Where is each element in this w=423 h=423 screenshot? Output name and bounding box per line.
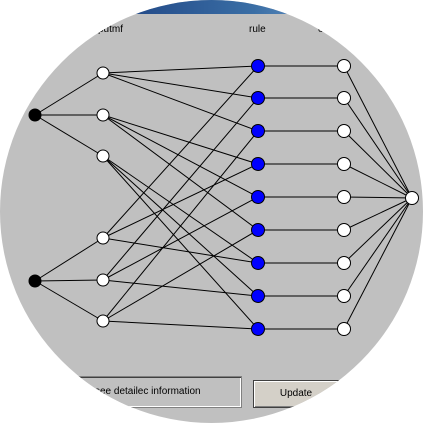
edge-inputmf-to-rule bbox=[102, 320, 259, 330]
outputmf-node bbox=[337, 322, 351, 336]
outputmf-node bbox=[337, 190, 351, 204]
rule-node bbox=[251, 91, 265, 105]
edge-outputmf-to-output bbox=[343, 97, 413, 199]
edge-outputmf-to-output bbox=[343, 163, 413, 199]
input-node bbox=[28, 274, 42, 288]
edge-inputmf-to-rule bbox=[102, 155, 259, 297]
rule-node bbox=[251, 190, 265, 204]
edge-inputmf-to-rule bbox=[102, 65, 259, 239]
edge-outputmf-to-output bbox=[343, 130, 413, 199]
edge-inputmf-to-rule bbox=[102, 237, 259, 264]
input-node bbox=[28, 108, 42, 122]
edge-outputmf-to-output bbox=[343, 197, 413, 264]
outputmf-node bbox=[337, 91, 351, 105]
rule-node bbox=[251, 124, 265, 138]
outputmf-node bbox=[337, 289, 351, 303]
edge-inputmf-to-rule bbox=[102, 72, 259, 132]
edge-outputmf-to-output bbox=[343, 65, 413, 199]
edge-inputmf-to-rule bbox=[102, 114, 259, 165]
edge-inputmf-to-rule bbox=[102, 163, 259, 239]
edge-outputmf-to-output bbox=[343, 197, 413, 231]
outputmf-node bbox=[337, 59, 351, 73]
outputmf-node bbox=[337, 223, 351, 237]
edge-outputmf-to-output bbox=[343, 197, 413, 330]
edge-inputmf-to-rule bbox=[102, 97, 259, 281]
inputmf-node bbox=[96, 231, 110, 245]
edge-input-to-inputmf bbox=[34, 279, 104, 282]
rule-column-label: rule bbox=[249, 24, 266, 35]
outputmf-node bbox=[337, 124, 351, 138]
inputmf-node bbox=[96, 314, 110, 328]
rule-node bbox=[251, 322, 265, 336]
inputmf-node bbox=[96, 66, 110, 80]
outputmf-node bbox=[337, 256, 351, 270]
edge-input-to-inputmf bbox=[34, 72, 104, 116]
edge-inputmf-to-rule bbox=[102, 155, 259, 330]
edge-outputmf-to-output bbox=[343, 196, 413, 199]
rule-node bbox=[251, 256, 265, 270]
outputmf-column-label: o bbox=[318, 24, 324, 35]
output-node bbox=[405, 191, 419, 205]
edge-inputmf-to-rule bbox=[102, 114, 259, 198]
edge-inputmf-to-rule bbox=[102, 72, 259, 99]
edge-inputmf-to-rule bbox=[102, 114, 259, 231]
edge-inputmf-to-rule bbox=[102, 65, 259, 74]
edge-input-to-inputmf bbox=[34, 114, 104, 157]
rule-node bbox=[251, 223, 265, 237]
outputmf-node bbox=[337, 157, 351, 171]
edge-input-to-inputmf bbox=[34, 280, 104, 322]
edge-input-to-inputmf bbox=[34, 237, 104, 282]
rule-node bbox=[251, 59, 265, 73]
rule-node bbox=[251, 289, 265, 303]
inputmf-node bbox=[96, 108, 110, 122]
edge-inputmf-to-rule bbox=[102, 155, 259, 264]
info-text-box: see detailec information bbox=[70, 376, 242, 408]
rule-node bbox=[251, 157, 265, 171]
inputmf-node bbox=[96, 149, 110, 163]
inputmf-column-label: putmf bbox=[98, 24, 124, 35]
edge-inputmf-to-rule bbox=[102, 279, 259, 297]
title-bar bbox=[0, 0, 423, 14]
inputmf-node bbox=[96, 273, 110, 287]
update-button[interactable]: Update bbox=[253, 380, 339, 408]
edge-outputmf-to-output bbox=[343, 197, 413, 297]
